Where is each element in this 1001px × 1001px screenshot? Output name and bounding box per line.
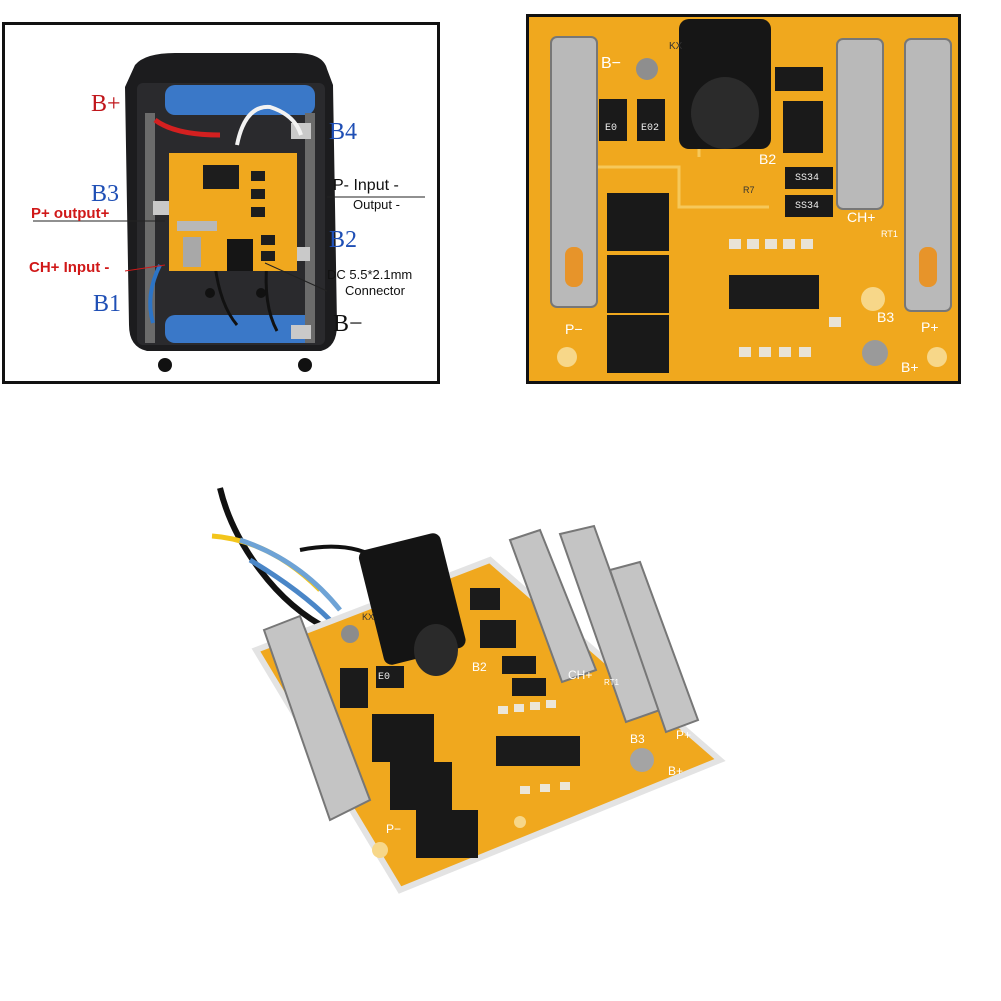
label-p-minus-input: P- Input - [333,177,399,194]
pcb-label-rt1: RT1 [881,229,898,239]
photo-label-kx: KX [362,612,375,622]
pcb-label-r7: R7 [743,185,755,195]
pcb-label-b2: B2 [759,151,777,167]
photo-label-p-plus: P+ [676,728,692,742]
label-output-minus: Output - [353,197,400,212]
pcb-angled-photo [211,487,726,894]
photo-label-e0: E0 [378,672,391,683]
pcb-label-b-minus: B− [601,55,622,72]
photo-label-b3: B3 [630,732,645,746]
pcb-label-p-plus: P+ [921,319,939,335]
label-b-plus: B+ [91,91,121,117]
chip-label-ss34-a: SS34 [795,173,820,184]
photo-label-p-minus: P− [386,822,402,836]
pcb-closeup-panel: B− KX E0 E02 B2 SS34 SS34 R7 CH+ RT1 B3 … [526,14,961,384]
label-dc-connector: DC 5.5*2.1mm [327,267,413,282]
label-b-minus: B− [333,311,363,337]
chip-label-e0: E0 [605,123,618,134]
pcb-closeup-photo [529,17,958,381]
chip-label-ss34-b: SS34 [795,201,820,212]
label-p-plus-output: P+ output+ [31,205,110,222]
label-b3: B3 [91,181,120,207]
chip-label-e02: E02 [641,123,660,134]
photo-label-b-plus: B+ [668,764,684,778]
pcb-label-b-plus: B+ [901,359,919,375]
pcb-label-ch-plus: CH+ [847,209,876,225]
label-b4: B4 [329,119,358,145]
housing-photo-panel: B+ B4 B3 P+ output+ P- Input - Output - … [2,22,440,384]
photo-label-ch-plus: CH+ [568,668,593,682]
label-b2: B2 [329,227,358,253]
photo-label-b2: B2 [472,660,487,674]
label-connector: Connector [345,283,405,298]
pcb-label-kx: KX [669,41,683,52]
pcb-label-b3: B3 [877,309,895,325]
label-ch-plus-input: CH+ Input - [29,259,110,276]
housing-photo [33,53,425,372]
pcb-angled-photo-panel: KX E0 B2 CH+ RT1 B3 P+ B+ P− [190,470,750,910]
photo-label-rt1: RT1 [604,678,619,687]
label-b1: B1 [93,291,122,317]
pcb-label-p-minus: P− [565,321,583,337]
